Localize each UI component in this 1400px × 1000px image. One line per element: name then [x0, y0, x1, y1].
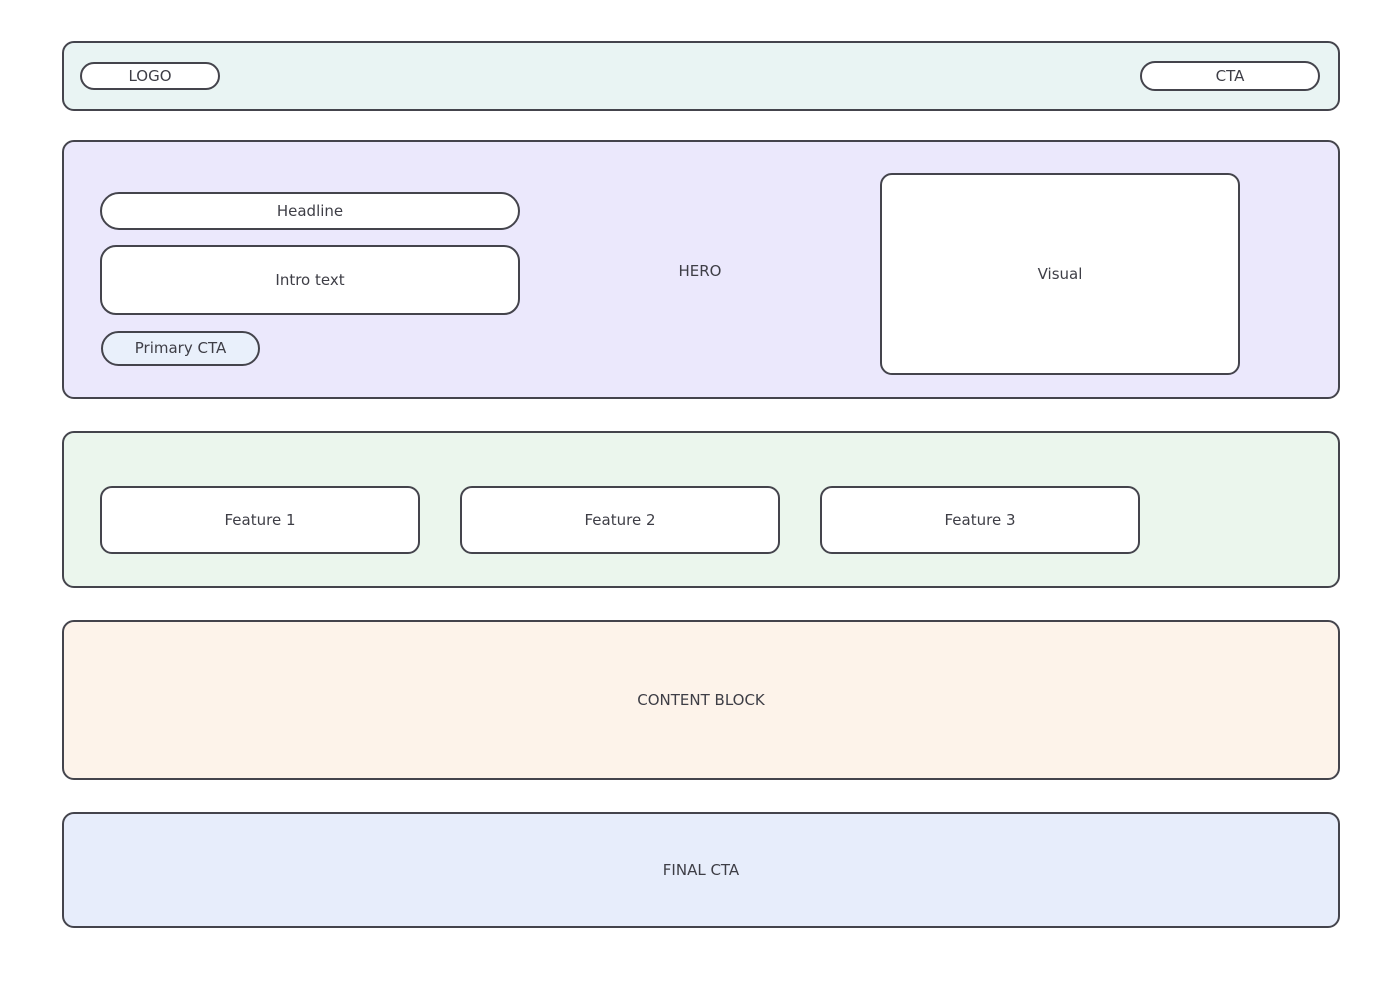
feature-card[interactable]: Feature 3 — [820, 486, 1140, 554]
content-block-label: CONTENT BLOCK — [637, 691, 765, 709]
feature-card[interactable]: Feature 1 — [100, 486, 420, 554]
hero-section-label: HERO — [678, 262, 722, 280]
hero-primary-cta-button[interactable]: Primary CTA — [101, 331, 260, 366]
feature-card[interactable]: Feature 2 — [460, 486, 780, 554]
content-block-section: CONTENT BLOCK — [62, 620, 1340, 780]
final-cta-section: FINAL CTA — [62, 812, 1340, 928]
header-section — [62, 41, 1340, 111]
final-cta-label: FINAL CTA — [662, 861, 740, 879]
header-cta-button[interactable]: CTA — [1140, 61, 1320, 91]
logo-placeholder[interactable]: LOGO — [80, 62, 220, 90]
hero-visual-placeholder: Visual — [880, 173, 1240, 375]
hero-headline-placeholder: Headline — [100, 192, 520, 230]
hero-intro-text-placeholder: Intro text — [100, 245, 520, 315]
